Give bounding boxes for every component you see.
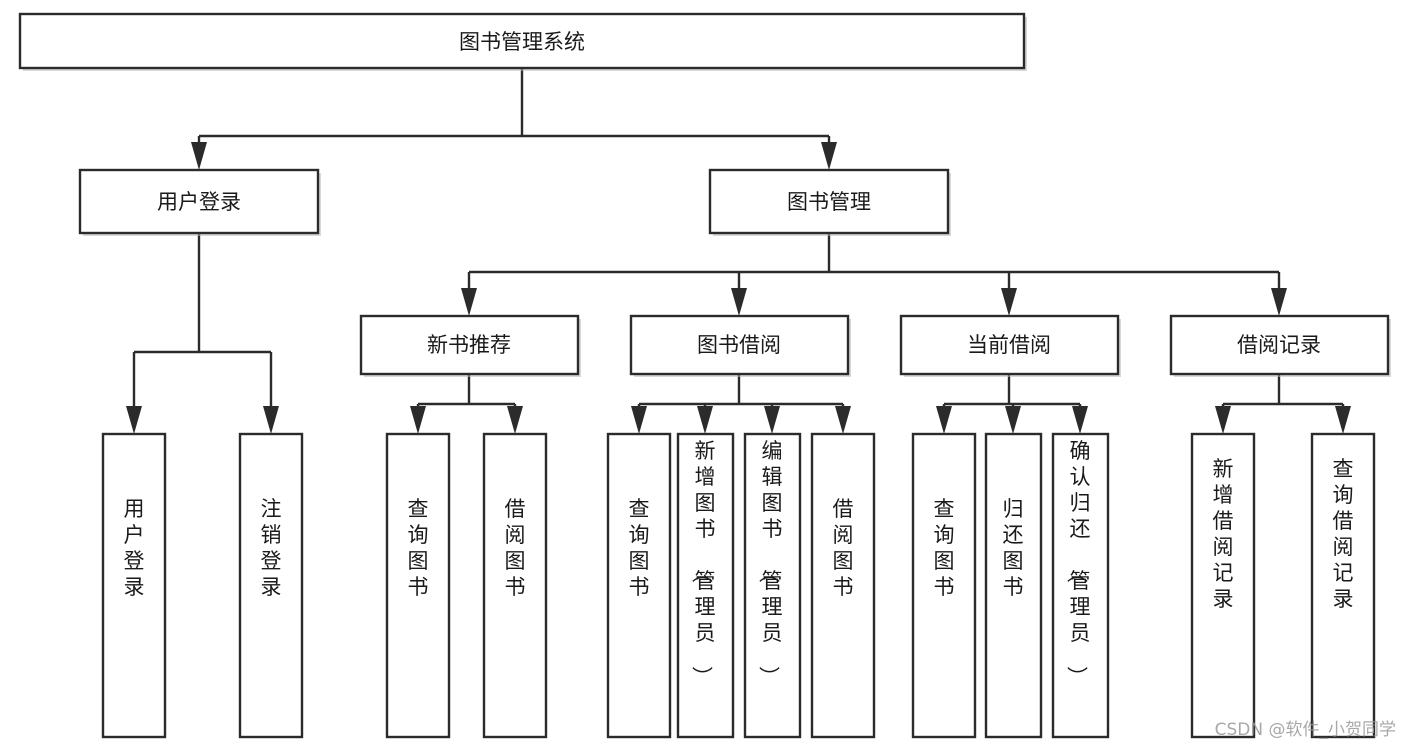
node-leaf-confirm-return-admin-box[interactable]: [1051, 432, 1110, 739]
node-leaf-user-login[interactable]: 用户登录: [101, 432, 167, 739]
node-current-borrow-box[interactable]: [899, 314, 1120, 376]
node-leaf-return-books[interactable]: 归还图书: [984, 432, 1043, 739]
node-leaf-add-book-admin-box[interactable]: [676, 432, 735, 739]
node-leaf-add-book-admin[interactable]: 新增图书（管理员）: [676, 432, 735, 739]
node-leaf-borrow-books-recommend[interactable]: 借阅图书: [482, 432, 548, 739]
node-leaf-user-logout[interactable]: 注销登录: [238, 432, 304, 739]
node-leaf-borrow-books-borrow[interactable]: 借阅图书: [810, 432, 876, 739]
connector-layer: [126, 68, 1351, 434]
node-leaf-user-login-label: 用户登录: [124, 497, 145, 599]
arrow-head-leaf-return-books: [1005, 406, 1021, 434]
node-leaf-borrow-books-borrow-box[interactable]: [810, 432, 876, 739]
node-user-login-box[interactable]: [78, 168, 320, 235]
node-leaf-query-books-borrow-label: 查询图书: [629, 497, 650, 599]
node-layer: 图书管理系统 用户登录 图书管理 新书推荐: [18, 12, 1391, 739]
arrow-head-book-management: [821, 142, 837, 170]
arrow-head-leaf-user-login: [126, 406, 142, 434]
arrow-head-book-borrow: [731, 288, 747, 316]
node-leaf-query-books-current-box[interactable]: [911, 432, 977, 739]
node-current-borrow[interactable]: 当前借阅: [899, 314, 1121, 377]
arrow-head-leaf-confirm-return-admin: [1072, 406, 1088, 434]
node-root[interactable]: 图书管理系统: [18, 12, 1027, 71]
node-borrow-records-label: 借阅记录: [1237, 333, 1321, 357]
node-leaf-query-borrow-record-box[interactable]: [1310, 432, 1376, 739]
node-book-borrow-box[interactable]: [629, 314, 850, 376]
arrow-head-leaf-user-logout: [263, 406, 279, 434]
node-borrow-records[interactable]: 借阅记录: [1169, 314, 1391, 377]
arrow-head-current-borrow: [1001, 288, 1017, 316]
node-book-management-label: 图书管理: [787, 190, 871, 214]
node-leaf-query-books-current[interactable]: 查询图书: [911, 432, 977, 739]
node-leaf-borrow-books-recommend-box[interactable]: [482, 432, 548, 739]
node-leaf-user-logout-label: 注销登录: [261, 497, 282, 599]
node-leaf-query-books-borrow[interactable]: 查询图书: [606, 432, 672, 739]
node-new-book-recommend[interactable]: 新书推荐: [359, 314, 581, 377]
node-current-borrow-label: 当前借阅: [967, 333, 1051, 357]
node-book-management-box[interactable]: [708, 168, 950, 235]
node-leaf-add-borrow-record-label: 新增借阅记录: [1213, 457, 1234, 611]
node-leaf-edit-book-admin-box[interactable]: [743, 432, 802, 739]
node-leaf-add-borrow-record-box[interactable]: [1190, 432, 1256, 739]
node-leaf-query-books-recommend-box[interactable]: [385, 432, 451, 739]
node-root-box[interactable]: [18, 12, 1026, 70]
node-user-login-label: 用户登录: [157, 190, 241, 214]
node-leaf-confirm-return-admin-label: 确认归还（管理员）: [1065, 439, 1091, 687]
node-leaf-query-books-recommend-label: 查询图书: [408, 497, 429, 599]
arrow-head-leaf-query-books-borrow: [631, 406, 647, 434]
node-leaf-query-books-current-label: 查询图书: [934, 497, 955, 599]
arrow-head-leaf-query-borrow-record: [1335, 406, 1351, 434]
node-leaf-edit-book-admin-label: 编辑图书（管理员）: [757, 439, 783, 687]
node-book-borrow-label: 图书借阅: [697, 333, 781, 357]
node-leaf-query-borrow-record-label: 查询借阅记录: [1333, 457, 1354, 611]
node-leaf-query-books-recommend[interactable]: 查询图书: [385, 432, 451, 739]
node-leaf-user-login-box[interactable]: [101, 432, 167, 739]
node-user-login[interactable]: 用户登录: [78, 168, 321, 236]
arrow-head-leaf-add-borrow-record: [1215, 406, 1231, 434]
node-leaf-add-book-admin-label: 新增图书（管理员）: [690, 439, 716, 687]
node-book-borrow[interactable]: 图书借阅: [629, 314, 851, 377]
node-new-book-recommend-label: 新书推荐: [427, 333, 511, 357]
arrow-head-user-login: [191, 142, 207, 170]
node-leaf-query-borrow-record[interactable]: 查询借阅记录: [1310, 432, 1376, 739]
arrow-head-leaf-borrow-books-borrow: [835, 406, 851, 434]
node-leaf-edit-book-admin[interactable]: 编辑图书（管理员）: [743, 432, 802, 739]
arrow-head-new-book-recommend: [461, 288, 477, 316]
node-leaf-return-books-box[interactable]: [984, 432, 1043, 739]
node-leaf-user-logout-box[interactable]: [238, 432, 304, 739]
arrow-head-leaf-edit-book-admin: [764, 406, 780, 434]
node-borrow-records-box[interactable]: [1169, 314, 1390, 376]
node-leaf-return-books-label: 归还图书: [1003, 497, 1024, 599]
node-root-label: 图书管理系统: [459, 30, 585, 54]
arrow-head-leaf-query-books-current: [936, 406, 952, 434]
arrow-head-borrow-records: [1271, 288, 1287, 316]
node-leaf-borrow-books-borrow-label: 借阅图书: [833, 497, 854, 599]
arrow-head-leaf-query-books-recommend: [410, 406, 426, 434]
arrow-head-leaf-borrow-books-recommend: [507, 406, 523, 434]
node-book-management[interactable]: 图书管理: [708, 168, 951, 236]
node-leaf-query-books-borrow-box[interactable]: [606, 432, 672, 739]
arrow-head-leaf-add-book-admin: [697, 406, 713, 434]
node-leaf-confirm-return-admin[interactable]: 确认归还（管理员）: [1051, 432, 1110, 739]
csdn-watermark: CSDN @软件_小贺同学: [1215, 720, 1396, 740]
node-leaf-add-borrow-record[interactable]: 新增借阅记录: [1190, 432, 1256, 739]
node-new-book-recommend-box[interactable]: [359, 314, 580, 376]
node-leaf-borrow-books-recommend-label: 借阅图书: [505, 497, 526, 599]
